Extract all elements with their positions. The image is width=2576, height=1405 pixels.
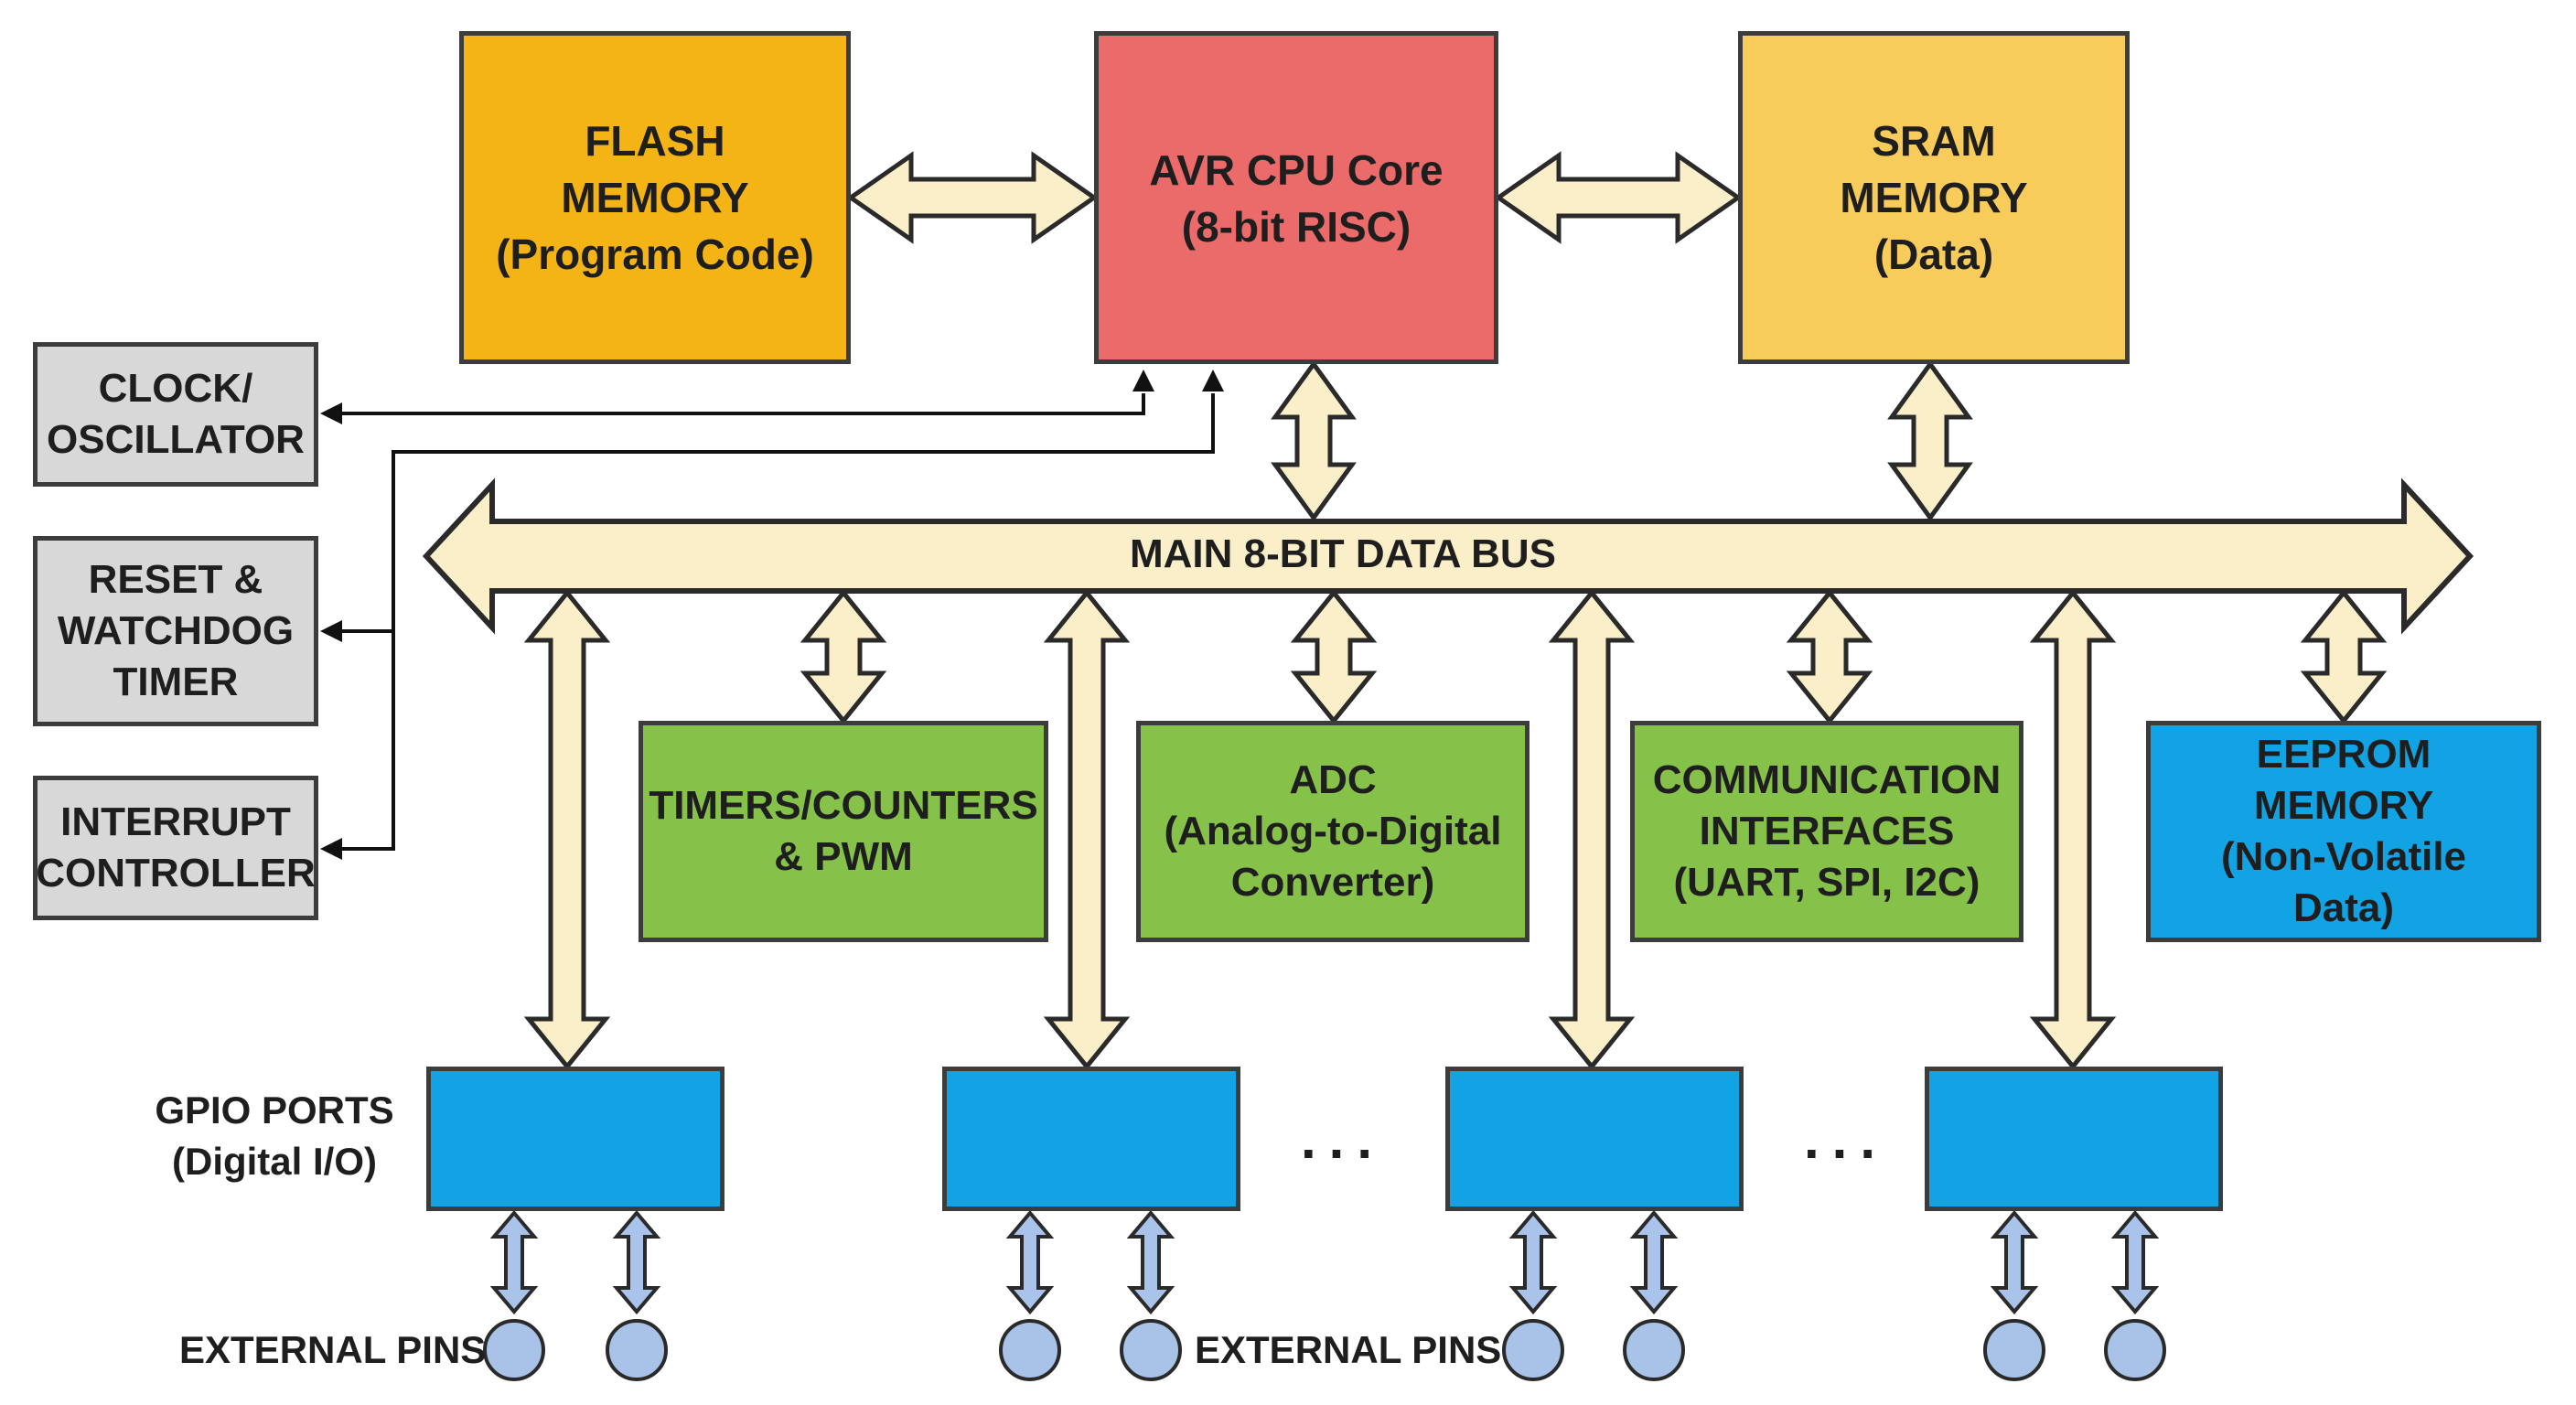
gpio-port-block [942,1067,1240,1211]
interrupt-line-2: CONTROLLER [36,851,316,896]
adc-line-2: (Analog-to-Digital [1164,809,1502,853]
reset-watchdog-block: RESET & WATCHDOG TIMER [33,536,318,726]
sram-line-3: (Data) [1873,231,1994,278]
cpu-line-1: AVR CPU Core [1149,146,1444,194]
adc-line-1: ADC [1289,757,1377,802]
cpu-sram-arrow [1494,151,1743,244]
flash-line-1: FLASH [585,117,725,165]
flash-line-2: MEMORY [561,174,749,221]
bus-gpio-arrow-4 [2029,589,2117,1070]
bus-gpio-arrow-1 [523,589,611,1070]
ellipsis-2: ... [1804,1109,1889,1170]
pin-arrow-8 [2110,1209,2160,1315]
bus-eeprom-arrow [2300,589,2388,724]
external-pin-8 [2104,1319,2166,1381]
gpio-port-block [1925,1067,2223,1211]
gpio-port-block [426,1067,724,1211]
bus-adc-arrow [1290,589,1378,724]
reset-line-2: WATCHDOG [57,608,295,653]
main-bus-label: MAIN 8-BIT DATA BUS [1129,531,1557,576]
pin-arrow-1 [489,1209,539,1315]
clock-line-arrowhead-up [1132,370,1154,391]
cpu-bus-arrow [1271,359,1357,522]
gpio-port-block [1445,1067,1744,1211]
gpio-label-line-2: (Digital I/O) [172,1140,377,1183]
comm-line-3: (UART, SPI, I2C) [1673,860,1980,905]
eeprom-line-1: EEPROM [2256,732,2431,777]
eeprom-line-4: Data) [2292,885,2395,930]
external-pin-1 [483,1319,545,1381]
flash-memory-block: FLASH MEMORY (Program Code) [459,31,851,364]
external-pin-5 [1502,1319,1564,1381]
interrupt-control-line [340,393,1215,851]
clock-line-2: OSCILLATOR [47,417,305,462]
external-pin-3 [999,1319,1061,1381]
adc-block: ADC (Analog-to-Digital Converter) [1136,721,1530,942]
interrupt-line-1: INTERRUPT [60,799,291,844]
main-data-bus-arrow [422,477,2474,635]
pin-arrow-2 [612,1209,661,1315]
eeprom-memory-block: EEPROM MEMORY (Non-Volatile Data) [2146,721,2541,942]
pin-arrow-4 [1126,1209,1175,1315]
eeprom-line-2: MEMORY [2253,783,2434,828]
communication-interfaces-block: COMMUNICATION INTERFACES (UART, SPI, I2C… [1630,721,2023,942]
external-pin-6 [1623,1319,1685,1381]
flash-cpu-arrow [846,151,1099,244]
avr-cpu-core-block: AVR CPU Core (8-bit RISC) [1094,31,1498,364]
cpu-line-2: (8-bit RISC) [1181,203,1411,251]
interrupt-controller-block: INTERRUPT CONTROLLER [33,776,318,920]
sram-line-1: SRAM [1872,117,1996,165]
reset-line-3: TIMER [113,660,239,704]
clock-line-1: CLOCK/ [98,366,253,411]
pin-arrow-7 [1990,1209,2039,1315]
sram-memory-block: SRAM MEMORY (Data) [1738,31,2130,364]
clock-control-line [340,393,1145,415]
pin-arrow-5 [1508,1209,1558,1315]
gpio-label-line-1: GPIO PORTS [155,1089,394,1132]
clock-line-arrowhead-left [320,402,342,424]
sram-line-2: MEMORY [1840,174,2028,221]
ellipsis-1: ... [1301,1109,1386,1170]
reset-line-1: RESET & [88,557,263,602]
comm-line-2: INTERFACES [1699,809,1955,853]
bus-gpio-arrow-2 [1043,589,1131,1070]
clock-oscillator-block: CLOCK/ OSCILLATOR [33,342,318,487]
external-pin-2 [606,1319,668,1381]
external-pin-7 [1983,1319,2045,1381]
reset-line-arrowhead-left [320,620,342,642]
interrupt-line-arrowhead-left [320,838,342,860]
external-pins-label-left: EXTERNAL PINS [179,1328,487,1371]
eeprom-line-3: (Non-Volatile [2220,834,2467,879]
bus-comm-arrow [1786,589,1873,724]
pin-arrow-6 [1629,1209,1679,1315]
pin-arrow-3 [1005,1209,1055,1315]
timers-line-1: TIMERS/COUNTERS [649,783,1038,828]
comm-line-1: COMMUNICATION [1652,757,2002,802]
bus-gpio-arrow-3 [1548,589,1636,1070]
external-pins-label-mid: EXTERNAL PINS [1195,1328,1502,1371]
adc-line-3: Converter) [1230,860,1435,905]
interrupt-line-arrowhead-up [1202,370,1224,391]
bus-timers-arrow [800,589,887,724]
flash-line-3: (Program Code) [496,231,814,278]
timers-line-2: & PWM [774,834,913,879]
timers-counters-block: TIMERS/COUNTERS & PWM [639,721,1048,942]
gpio-ports-label: GPIO PORTS (Digital I/O) [137,1085,412,1187]
sram-bus-arrow [1887,359,1973,522]
external-pin-4 [1120,1319,1182,1381]
